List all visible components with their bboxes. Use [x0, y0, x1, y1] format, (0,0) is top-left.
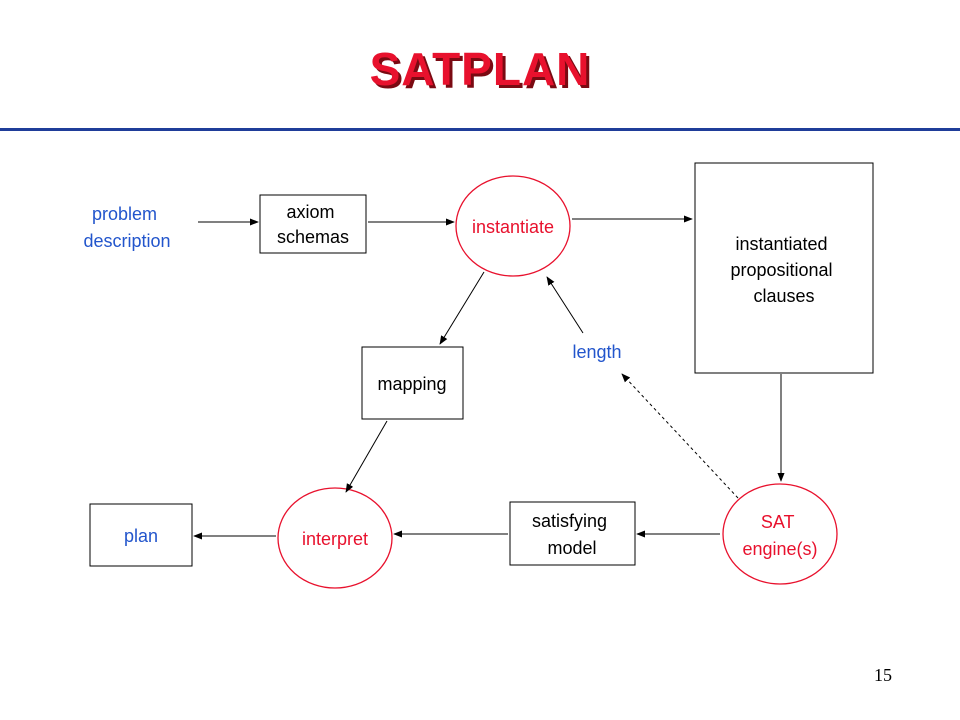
problem-description-label: problem description: [83, 204, 170, 251]
page-number: 15: [874, 665, 892, 685]
interpret-node: [277, 487, 393, 589]
arrow-sat-to-length-dashed: [621, 373, 739, 499]
sat-engine-label: SAT engine(s): [742, 512, 817, 559]
title-divider: [0, 128, 960, 131]
axiom-schemas-label: axiom schemas: [277, 202, 349, 247]
sat-engine-node: [722, 483, 838, 585]
axiom-schemas-box: [259, 194, 367, 254]
interpret-label: interpret: [302, 529, 368, 549]
mapping-box: [361, 346, 464, 420]
arrow-mapping-to-interpret: [345, 420, 388, 493]
plan-label: plan: [124, 526, 158, 546]
satisfying-model-box: [509, 501, 636, 566]
instantiate-label: instantiate: [472, 217, 554, 237]
clauses-box: [694, 162, 874, 374]
plan-box: [89, 503, 193, 567]
slide-title: SATPLAN: [369, 43, 591, 95]
clauses-label: instantiated propositional clauses: [730, 234, 837, 306]
mapping-label: mapping: [377, 374, 446, 394]
arrow-instantiate-to-mapping: [439, 271, 485, 345]
arrow-length-to-instantiate: [546, 276, 584, 334]
instantiate-node: [455, 175, 571, 277]
satisfying-model-label: satisfying model: [532, 511, 612, 558]
length-label: length: [572, 342, 621, 362]
